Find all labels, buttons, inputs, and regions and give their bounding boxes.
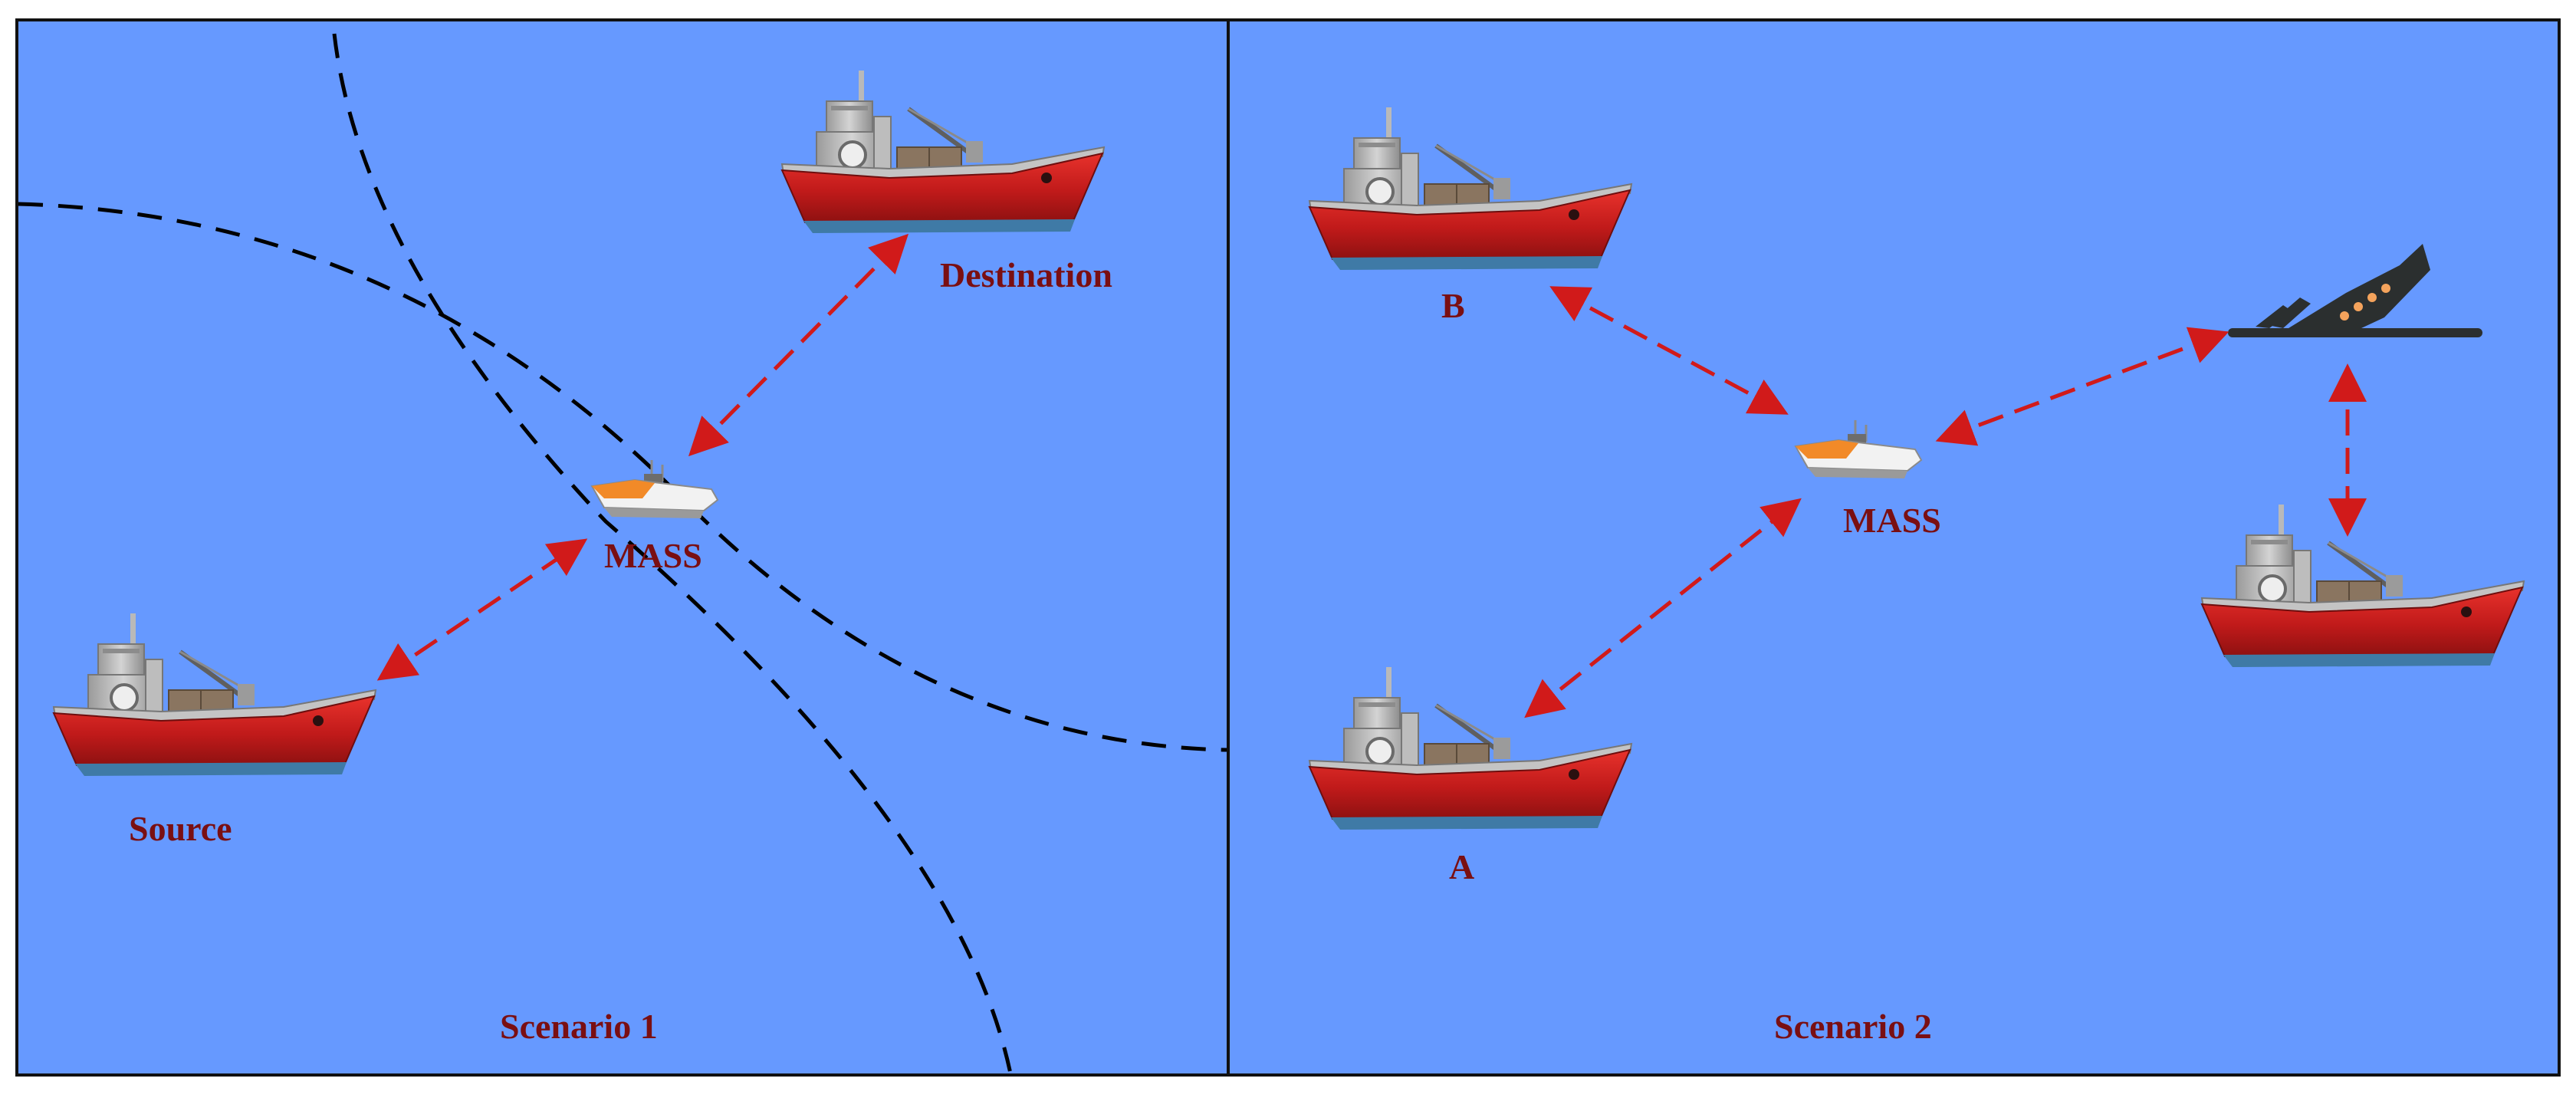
arrow-b-mass <box>1549 286 1789 415</box>
destination-label: Destination <box>940 255 1112 294</box>
scenario-2-title: Scenario 2 <box>1774 1007 1932 1046</box>
source-label: Source <box>129 809 232 848</box>
ship-a-label: A <box>1449 847 1474 886</box>
ship-b-label: B <box>1441 286 1465 325</box>
arrow-mass-destination <box>688 233 909 457</box>
mass-label: MASS <box>604 536 702 575</box>
arrow-a-mass <box>1524 498 1802 718</box>
scenario-1-title: Scenario 1 <box>500 1007 658 1046</box>
arrow-source-mass <box>376 538 588 681</box>
scenario-2-panel <box>1227 18 2561 1077</box>
mass-label-2: MASS <box>1843 501 1941 540</box>
range-arc-vertical <box>332 33 1013 1074</box>
arrow-mass-wreck <box>1935 327 2229 446</box>
sinking-ship-icon <box>2228 244 2482 337</box>
range-arc-horizontal <box>18 202 1227 752</box>
